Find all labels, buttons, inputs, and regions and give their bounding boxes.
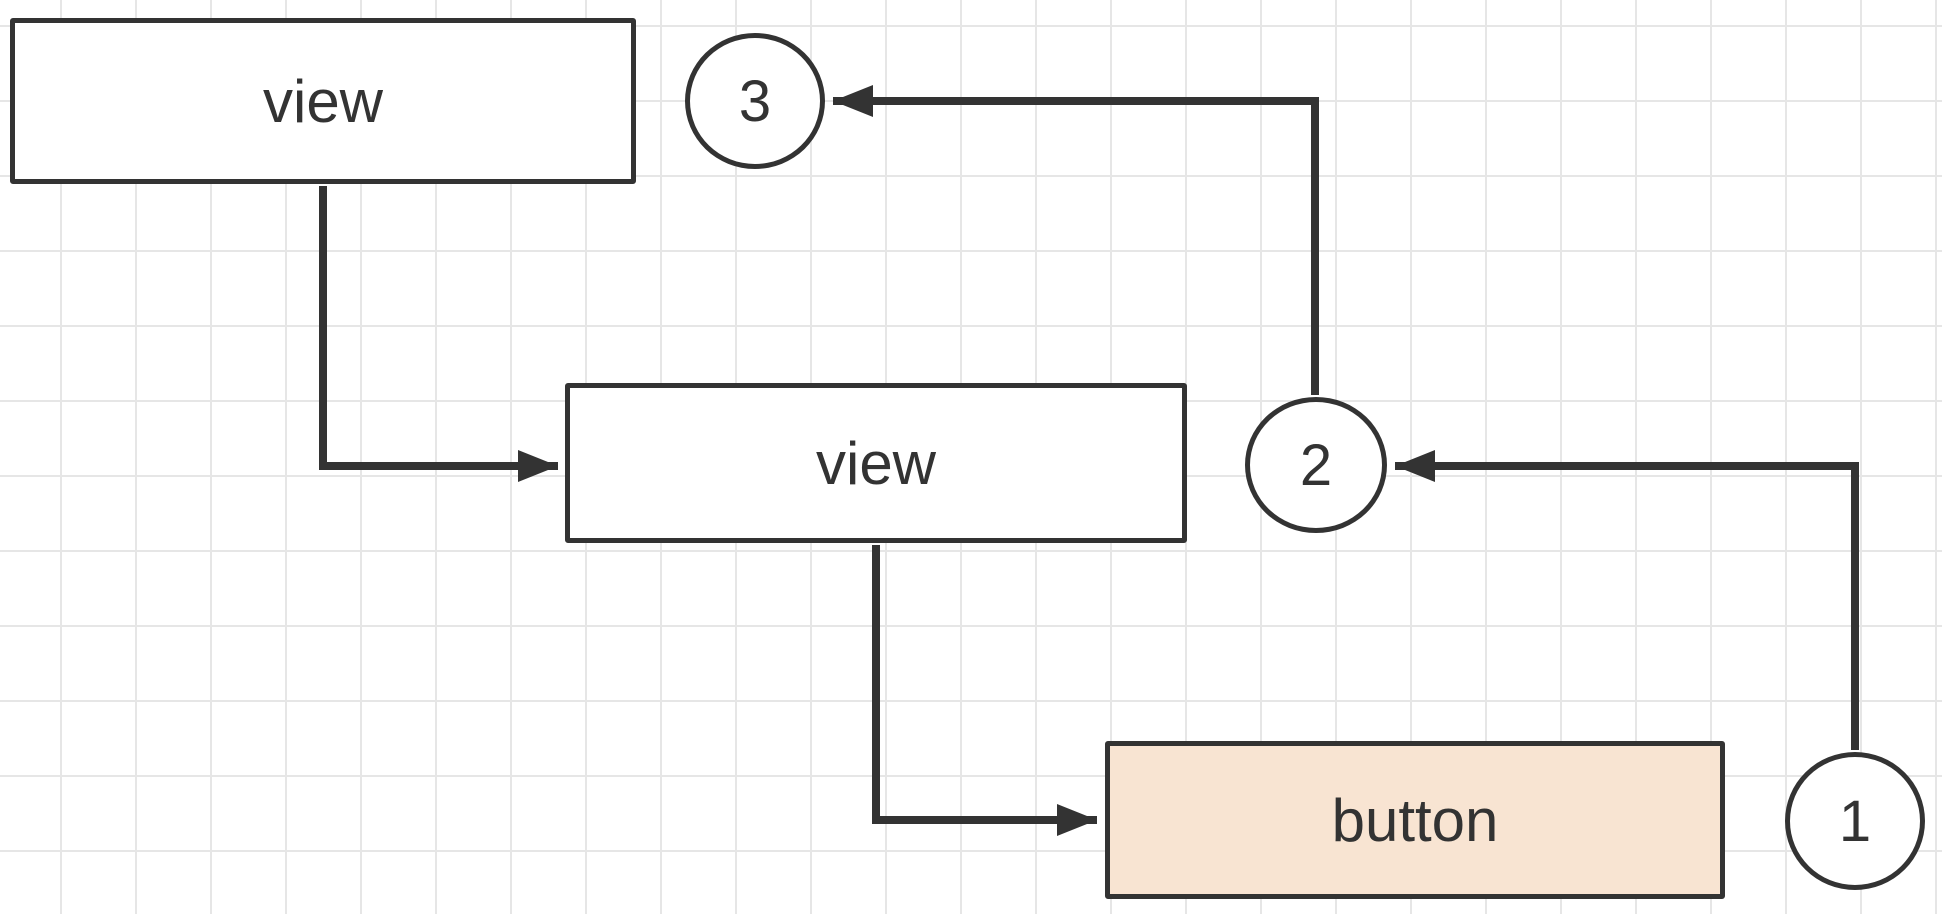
arrow-step1-to-step2 — [1395, 450, 1859, 750]
step-3-circle: 3 — [685, 33, 825, 169]
view-box-top: view — [10, 18, 636, 184]
step-3-label: 3 — [738, 68, 772, 134]
step-1-label: 1 — [1838, 788, 1872, 854]
view-box-middle-label: view — [815, 429, 937, 497]
step-2-circle: 2 — [1245, 397, 1387, 533]
arrow-step2-to-step3 — [833, 85, 1319, 395]
button-box: button — [1105, 741, 1725, 899]
step-1-circle: 1 — [1785, 752, 1925, 890]
view-box-middle: view — [565, 383, 1187, 543]
button-box-label: button — [1331, 786, 1499, 854]
step-2-label: 2 — [1299, 432, 1333, 498]
arrow-view-mid-to-button — [872, 545, 1097, 836]
arrow-view-top-to-view-mid — [319, 186, 558, 482]
view-box-top-label: view — [262, 67, 384, 135]
